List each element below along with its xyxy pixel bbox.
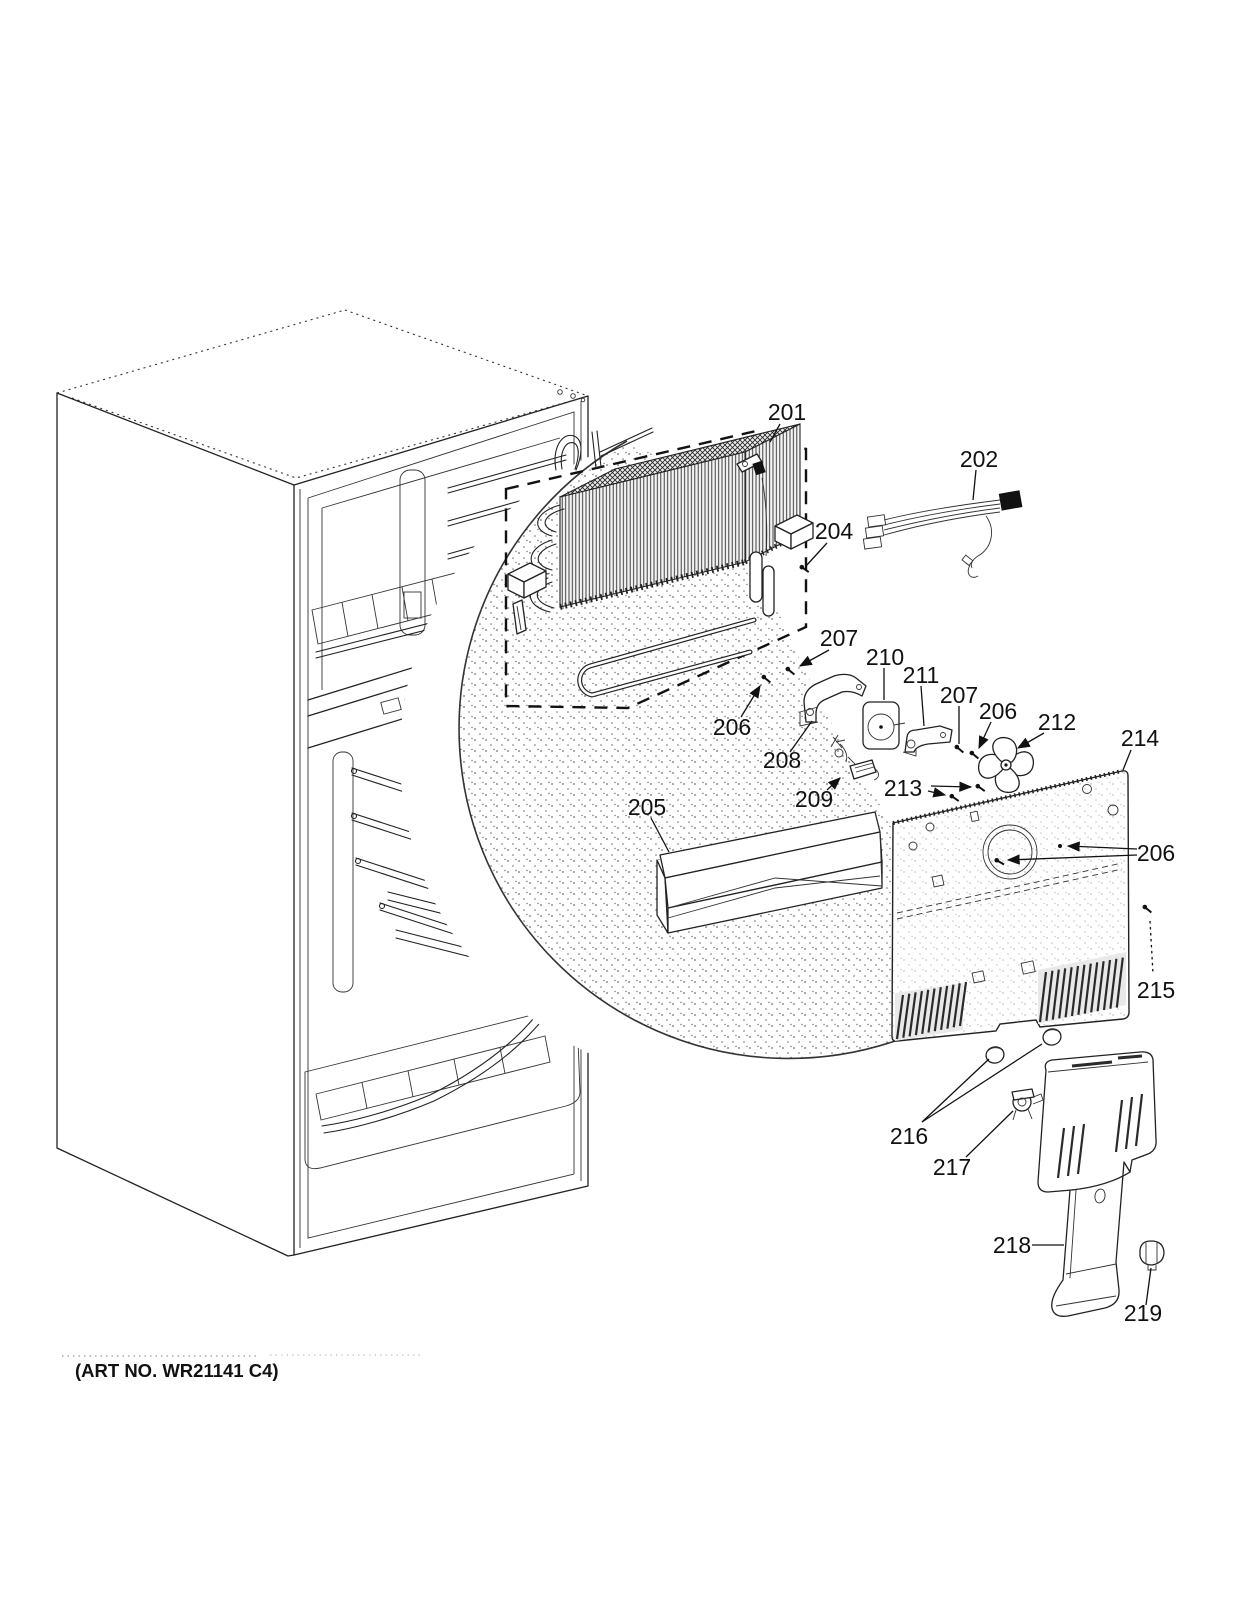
accumulator-2 [762, 565, 775, 617]
leader-216-b [921, 1043, 1043, 1123]
panel-crease-lines [896, 862, 1123, 920]
footer: (ART NO. WR21141 C4) [62, 1354, 420, 1381]
leader-207-a [798, 649, 830, 667]
leader-201 [769, 423, 781, 443]
part-label-206-a: 206 [713, 714, 751, 740]
fin-serration [559, 559, 746, 610]
art-number: (ART NO. WR21141 C4) [75, 1360, 279, 1381]
leader-213-a [930, 781, 973, 792]
leader-208 [789, 720, 813, 753]
part-label-207-a: 207 [820, 625, 858, 651]
leader-216-a [921, 1058, 990, 1123]
callout-labels: 201 202 204 207 210 211 207 206 212 214 … [628, 399, 1175, 1326]
part-label-206-c: 206 [1137, 840, 1175, 866]
vent-slats-left [895, 981, 968, 1040]
cabinet-left-edges [56, 392, 295, 1257]
cabinet-top-back-edges [56, 309, 589, 397]
panel-cutouts [931, 810, 1036, 984]
bubble-outline [458, 440, 896, 1060]
part-label-206-b: 206 [979, 698, 1017, 724]
leader-204 [805, 542, 828, 567]
floor-wire-shelf [315, 1035, 551, 1121]
hole-plugs-216 [985, 1028, 1062, 1064]
evaporator-assembly-201 [507, 423, 814, 698]
part-label-207-b: 207 [940, 682, 978, 708]
motor-bracket-211 [902, 725, 953, 757]
leader-214 [1122, 749, 1132, 771]
leader-206-c1 [1066, 841, 1138, 852]
leader-209 [826, 777, 841, 791]
floor-pan [304, 1006, 581, 1170]
screws [759, 562, 1154, 916]
screw-206-c2 [1058, 844, 1062, 848]
hinge-hole-marks [557, 389, 586, 403]
leader-217 [965, 1110, 1014, 1158]
fan-blade-212 [977, 736, 1035, 794]
part-label-204: 204 [815, 518, 854, 544]
duct-head-vents [1056, 1093, 1144, 1179]
foam-evaporator-cover-205 [656, 811, 883, 934]
bracket-208 [799, 673, 867, 727]
fan-motor-210 [862, 701, 906, 750]
wire-harness-202 [862, 490, 1023, 578]
evaporator-cover-panel-214 [891, 769, 1130, 1042]
part-label-213: 213 [884, 775, 922, 801]
detail-callout-box-201 [504, 429, 808, 710]
part-label-212: 212 [1038, 709, 1076, 735]
part-label-208: 208 [763, 747, 801, 773]
leader-205 [650, 817, 670, 853]
part-label-216: 216 [890, 1123, 928, 1149]
leader-206-a [740, 684, 761, 718]
vent-slats-right [1038, 957, 1124, 1023]
leader-206-b [978, 721, 992, 750]
panel-screw-holes [908, 784, 1119, 851]
accumulator-1 [749, 551, 763, 603]
part-label-219: 219 [1124, 1300, 1162, 1326]
part-label-217: 217 [933, 1154, 971, 1180]
part-label-209: 209 [795, 786, 833, 812]
sensor-wire [761, 477, 768, 557]
leader-219 [1145, 1267, 1152, 1306]
part-label-214: 214 [1121, 725, 1160, 751]
foam-block-right [774, 514, 814, 550]
knob-219 [1139, 1240, 1165, 1271]
leader-212 [1016, 732, 1045, 749]
air-duct-tower-218 [1037, 1051, 1157, 1317]
part-label-211: 211 [903, 662, 940, 688]
foam-block-left [507, 562, 547, 599]
clamp-217 [1011, 1088, 1044, 1121]
drain-wedge [512, 599, 527, 635]
cabinet-top-inset-line [71, 397, 579, 479]
defrost-heater-loop [577, 617, 757, 698]
leader-215 [1149, 920, 1154, 975]
part-label-205: 205 [628, 794, 666, 820]
leader-202 [972, 469, 977, 501]
fan-opening-inner [987, 829, 1033, 875]
harness-connector [998, 490, 1023, 511]
leader-211 [920, 685, 925, 727]
leader-206-c2 [1006, 854, 1138, 865]
part-label-201: 201 [768, 399, 806, 425]
leader-213-b [927, 787, 947, 798]
part-label-202: 202 [960, 446, 998, 472]
screw-215 [1140, 902, 1154, 916]
part-label-210: 210 [866, 644, 904, 670]
sensor-connector [752, 460, 766, 476]
harness-terminal [961, 554, 974, 567]
part-label-215: 215 [1137, 977, 1175, 1003]
part-label-218: 218 [993, 1232, 1031, 1258]
leader-lines [650, 423, 1154, 1306]
fan-opening-outer [982, 824, 1038, 880]
duct-body [1051, 1161, 1131, 1317]
defrost-thermostat-209 [830, 734, 879, 781]
